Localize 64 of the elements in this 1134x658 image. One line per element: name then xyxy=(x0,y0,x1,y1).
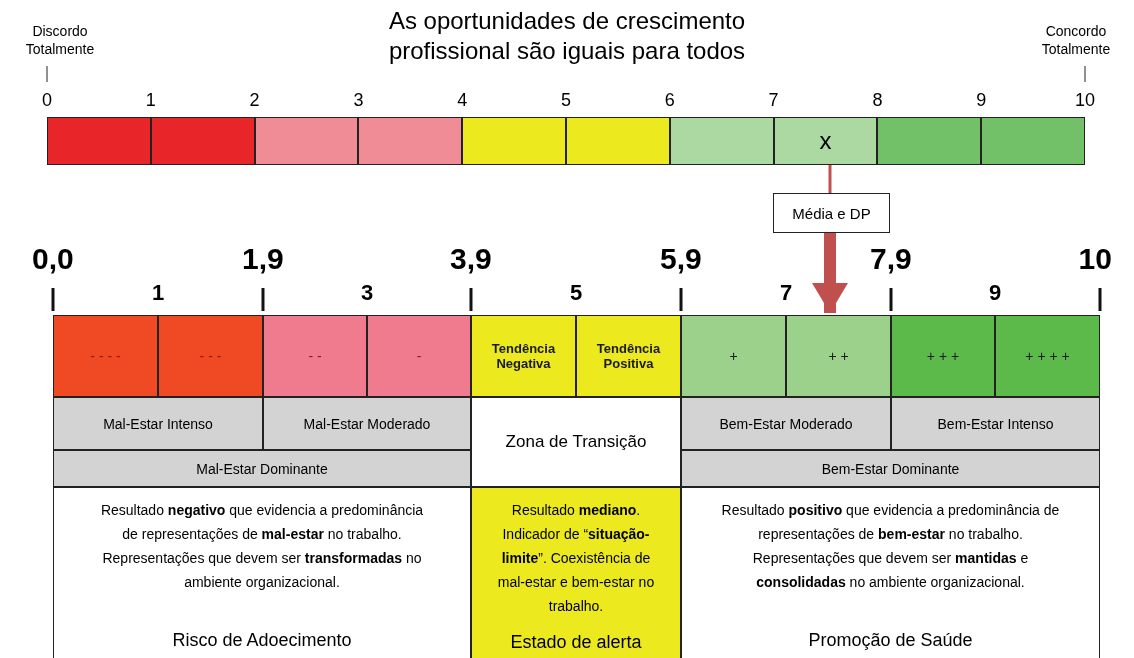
tick-label: 5 xyxy=(561,90,571,111)
scale-cell: Tendência Negativa xyxy=(471,315,576,397)
scale-cell: - - - xyxy=(158,315,263,397)
category-cell: Mal-Estar Moderado xyxy=(263,397,471,450)
tick-label: 9 xyxy=(989,280,1002,306)
tick-label: 8 xyxy=(872,90,883,111)
tick-label: 3 xyxy=(353,90,364,111)
scale-cell: Tendência Positiva xyxy=(576,315,681,397)
scale-cell: + xyxy=(681,315,786,397)
tick-label: 1 xyxy=(145,90,156,111)
scale-cell xyxy=(358,117,463,165)
tick-label: 10 xyxy=(1078,242,1112,276)
description-cell xyxy=(681,487,1100,658)
connector-line xyxy=(828,165,832,193)
category-cell: Bem-Estar Intenso xyxy=(891,397,1100,450)
tick-label: 6 xyxy=(664,90,675,111)
tick-label: 5,9 xyxy=(660,242,702,276)
scale-end-label: Concordo Totalmente xyxy=(1040,22,1112,58)
tick-label: 7 xyxy=(780,280,793,306)
tick-label: 5 xyxy=(570,280,583,306)
tick-label: 4 xyxy=(457,90,468,111)
category-cell: Bem-Estar Dominante xyxy=(681,450,1100,487)
tick-label: 0,0 xyxy=(32,242,74,276)
tick-label: 0 xyxy=(42,90,52,111)
category-cell: Mal-Estar Intenso xyxy=(53,397,263,450)
description-cell xyxy=(471,487,681,658)
scale-cell: - - - - xyxy=(53,315,158,397)
scale-cell xyxy=(669,117,774,165)
scale-cell xyxy=(254,117,359,165)
label-box: Média e DP xyxy=(773,193,890,233)
description-text: Resultado mediano. Indicador de “situação-limite”. Coexistência de mal-estar e bem-estar no trabalho. xyxy=(496,501,656,616)
chart-title: As oportunidades de crescimento profissional são iguais para todos xyxy=(387,6,747,66)
scale-cell: x xyxy=(773,117,878,165)
scale-end-label: Discordo Totalmente xyxy=(24,22,96,58)
zone-heading: Estado de alerta xyxy=(510,631,642,654)
tick-label: 7,9 xyxy=(870,242,912,276)
scale-cell: + + + + xyxy=(995,315,1100,397)
description-text: Resultado positivo que evidencia a predominância de representações de bem-estar no trabalho. Representações que devem ser mantidas e consolidadas no ambiente organizacional. xyxy=(720,501,1061,592)
tick-label: 3,9 xyxy=(450,242,492,276)
tick-label: 9 xyxy=(976,90,987,111)
scale-cell: - xyxy=(367,315,471,397)
scale-cell xyxy=(47,117,151,165)
description-cell xyxy=(53,487,471,658)
tick-label: 3 xyxy=(361,280,374,306)
tick-label: 1 xyxy=(152,280,165,306)
scale-cell xyxy=(462,117,566,165)
description-text: Resultado negativo que evidencia a predominância de representações de mal-estar no trabalho. Representações que devem ser transformadas no ambiente organizacional. xyxy=(99,501,425,592)
scale-cell: + + + xyxy=(891,315,995,397)
arrow xyxy=(812,233,848,313)
category-cell: Mal-Estar Dominante xyxy=(53,450,471,487)
scale-cell xyxy=(981,117,1085,165)
tick-label: 7 xyxy=(768,90,779,111)
tick-label: 1,9 xyxy=(242,242,284,276)
scale-cell xyxy=(150,117,255,165)
category-cell: Bem-Estar Moderado xyxy=(681,397,891,450)
zone-heading: Risco de Adoecimento xyxy=(172,629,352,652)
scale-cell xyxy=(566,117,670,165)
scale-cell: + + xyxy=(786,315,891,397)
scale-cell xyxy=(877,117,982,165)
tick-label: 2 xyxy=(249,90,260,111)
tick-label: 10 xyxy=(1075,90,1096,111)
zone-heading: Promoção de Saúde xyxy=(808,629,973,652)
category-cell: Zona de Transição xyxy=(471,397,681,487)
scale-cell: - - xyxy=(263,315,367,397)
